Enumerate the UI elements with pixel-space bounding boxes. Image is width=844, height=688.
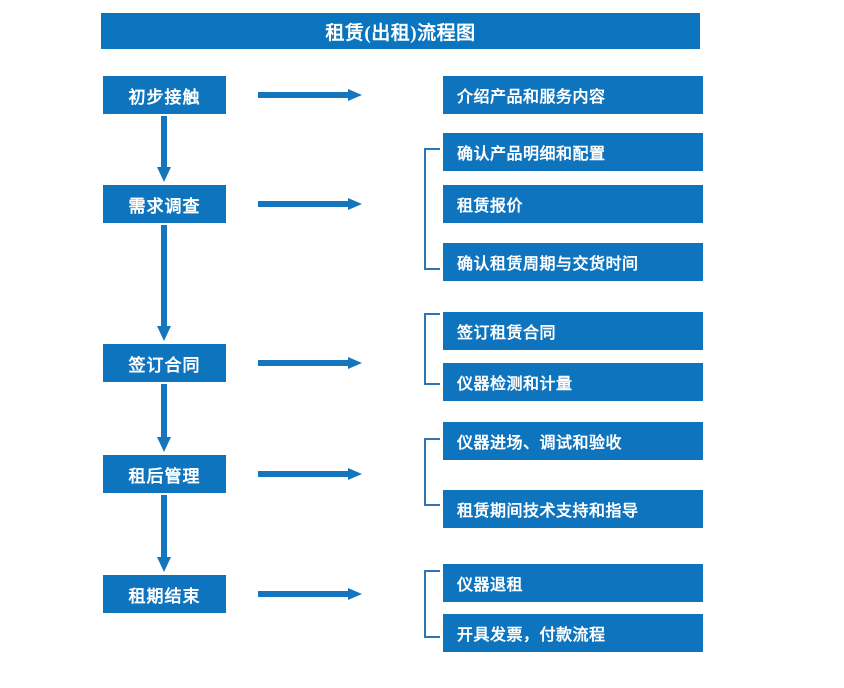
stage-label: 签订合同 bbox=[128, 355, 201, 375]
detail-label: 签订租赁合同 bbox=[457, 325, 557, 342]
group-bracket-3 bbox=[423, 438, 441, 506]
vertical-arrow-icon-2 bbox=[155, 225, 173, 342]
stage-label: 初步接触 bbox=[128, 87, 201, 107]
horizontal-arrow-icon-4 bbox=[258, 466, 363, 482]
vertical-arrow-icon-4 bbox=[155, 495, 173, 573]
horizontal-arrow-icon-2 bbox=[258, 196, 363, 212]
detail-label: 介绍产品和服务内容 bbox=[457, 89, 606, 106]
detail-label: 仪器退租 bbox=[457, 577, 524, 594]
detail-box-4[interactable]: 确认租赁周期与交货时间 bbox=[443, 243, 703, 281]
stage-label: 租后管理 bbox=[128, 466, 201, 486]
page-title: 租赁(出租)流程图 bbox=[101, 13, 700, 49]
group-bracket-4 bbox=[423, 570, 441, 638]
detail-box-7[interactable]: 仪器进场、调试和验收 bbox=[443, 422, 703, 460]
stage-label: 租期结束 bbox=[128, 586, 201, 606]
detail-label: 开具发票，付款流程 bbox=[457, 627, 606, 644]
detail-label: 租赁报价 bbox=[457, 198, 524, 215]
stage-box-2[interactable]: 需求调查 bbox=[103, 185, 226, 223]
detail-box-10[interactable]: 开具发票，付款流程 bbox=[443, 614, 703, 652]
detail-box-9[interactable]: 仪器退租 bbox=[443, 564, 703, 602]
stage-box-3[interactable]: 签订合同 bbox=[103, 344, 226, 382]
detail-label: 确认产品明细和配置 bbox=[457, 146, 606, 163]
detail-box-8[interactable]: 租赁期间技术支持和指导 bbox=[443, 490, 703, 528]
stage-label: 需求调查 bbox=[128, 196, 201, 216]
detail-box-3[interactable]: 租赁报价 bbox=[443, 185, 703, 223]
detail-box-2[interactable]: 确认产品明细和配置 bbox=[443, 133, 703, 171]
detail-label: 确认租赁周期与交货时间 bbox=[457, 256, 639, 273]
group-bracket-2 bbox=[423, 313, 441, 385]
vertical-arrow-icon-3 bbox=[155, 384, 173, 453]
horizontal-arrow-icon-3 bbox=[258, 355, 363, 371]
stage-box-4[interactable]: 租后管理 bbox=[103, 455, 226, 493]
detail-label: 租赁期间技术支持和指导 bbox=[457, 503, 639, 520]
detail-box-6[interactable]: 仪器检测和计量 bbox=[443, 363, 703, 401]
group-bracket-1 bbox=[423, 148, 441, 270]
stage-box-5[interactable]: 租期结束 bbox=[103, 575, 226, 613]
vertical-arrow-icon-1 bbox=[155, 116, 173, 183]
stage-box-1[interactable]: 初步接触 bbox=[103, 76, 226, 114]
horizontal-arrow-icon-1 bbox=[258, 87, 363, 103]
detail-box-5[interactable]: 签订租赁合同 bbox=[443, 312, 703, 350]
detail-box-1[interactable]: 介绍产品和服务内容 bbox=[443, 76, 703, 114]
detail-label: 仪器检测和计量 bbox=[457, 376, 573, 393]
detail-label: 仪器进场、调试和验收 bbox=[457, 435, 623, 452]
horizontal-arrow-icon-5 bbox=[258, 586, 363, 602]
